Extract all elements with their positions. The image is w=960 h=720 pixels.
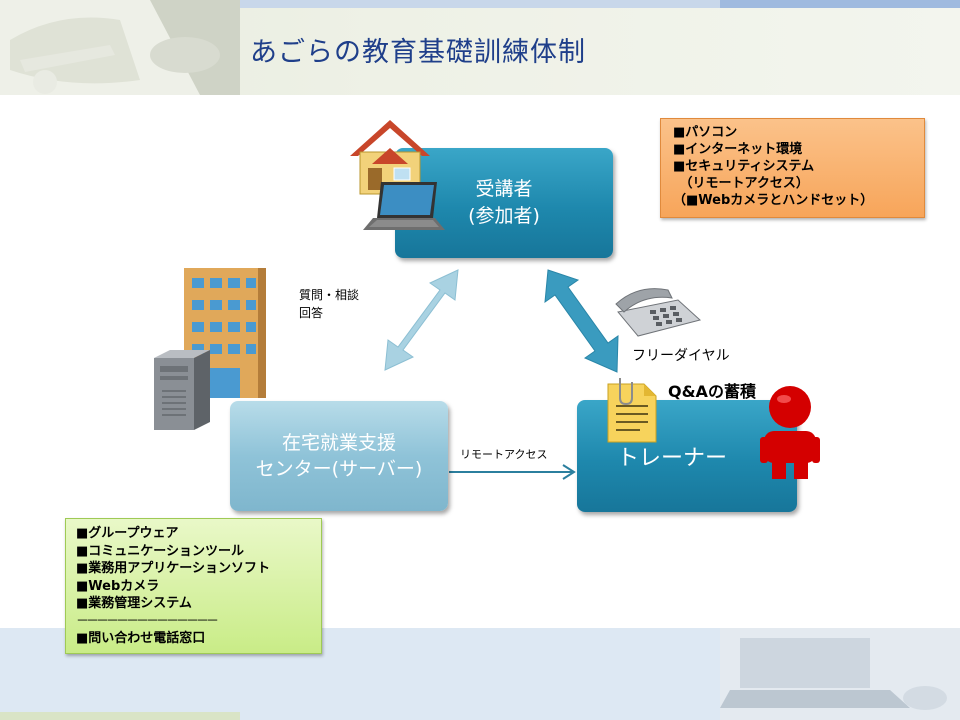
telephone-icon (615, 288, 702, 337)
equipment-item: ■セキュリティシステム (673, 159, 815, 174)
document-clip-icon (607, 378, 657, 443)
node-center-line1: 在宅就業支援 (281, 432, 396, 454)
office-building-icon (184, 268, 266, 398)
laptop-icon (363, 182, 445, 230)
header-accent-bar (240, 0, 720, 8)
node-trainee-line2: (参加者) (468, 205, 540, 227)
footer-accent-strip (0, 712, 240, 720)
panel-trainee-equipment: ■パソコン ■インターネット環境 ■セキュリティシステム （リモートアクセス） … (660, 118, 925, 218)
node-trainer-label: トレーナー (616, 446, 727, 471)
page-title: あごらの教育基礎訓練体制 (250, 37, 586, 68)
label-qa-accumulation: Q&Aの蓄積 (668, 382, 756, 401)
label-remote-access: リモートアクセス (460, 448, 548, 461)
arrow-trainee-trainer (544, 269, 619, 373)
label-freedial: フリーダイヤル (632, 348, 730, 364)
server-tower-icon (154, 350, 210, 430)
system-item: ■グループウェア (76, 526, 179, 541)
header-accent-bar-right (720, 0, 960, 8)
label-question-line1: 質問・相談 (299, 288, 360, 302)
system-divider: －－－－－－－－－－－－－－ (76, 613, 219, 629)
node-trainee-line1: 受講者 (475, 178, 533, 200)
equipment-item: ■パソコン (673, 125, 738, 140)
arrow-center-trainer (449, 464, 576, 480)
node-center-line2: センター(サーバー) (255, 458, 423, 480)
footer-photo-laptop (720, 628, 960, 720)
equipment-item: （リモートアクセス） (673, 176, 809, 191)
panel-center-systems: ■グループウェア ■コミュニケーションツール ■業務用アプリケーションソフト ■… (65, 518, 322, 654)
label-question-answer: 質問・相談 回答 (299, 286, 359, 322)
system-item: ■業務用アプリケーションソフト (76, 561, 271, 576)
label-question-line2: 回答 (299, 306, 324, 320)
equipment-item: ■インターネット環境 (673, 142, 803, 157)
node-support-center: 在宅就業支援 センター(サーバー) (230, 401, 448, 511)
person-icon (760, 386, 820, 479)
system-item: ■コミュニケーションツール (76, 543, 245, 559)
system-item: ■業務管理システム (76, 596, 192, 611)
arrow-trainee-center (384, 269, 459, 371)
header-photo-keyboard (0, 0, 240, 95)
system-item: ■Webカメラ (76, 578, 160, 594)
equipment-item: （■Webカメラとハンドセット） (673, 193, 874, 208)
system-contact: ■問い合わせ電話窓口 (76, 631, 206, 646)
